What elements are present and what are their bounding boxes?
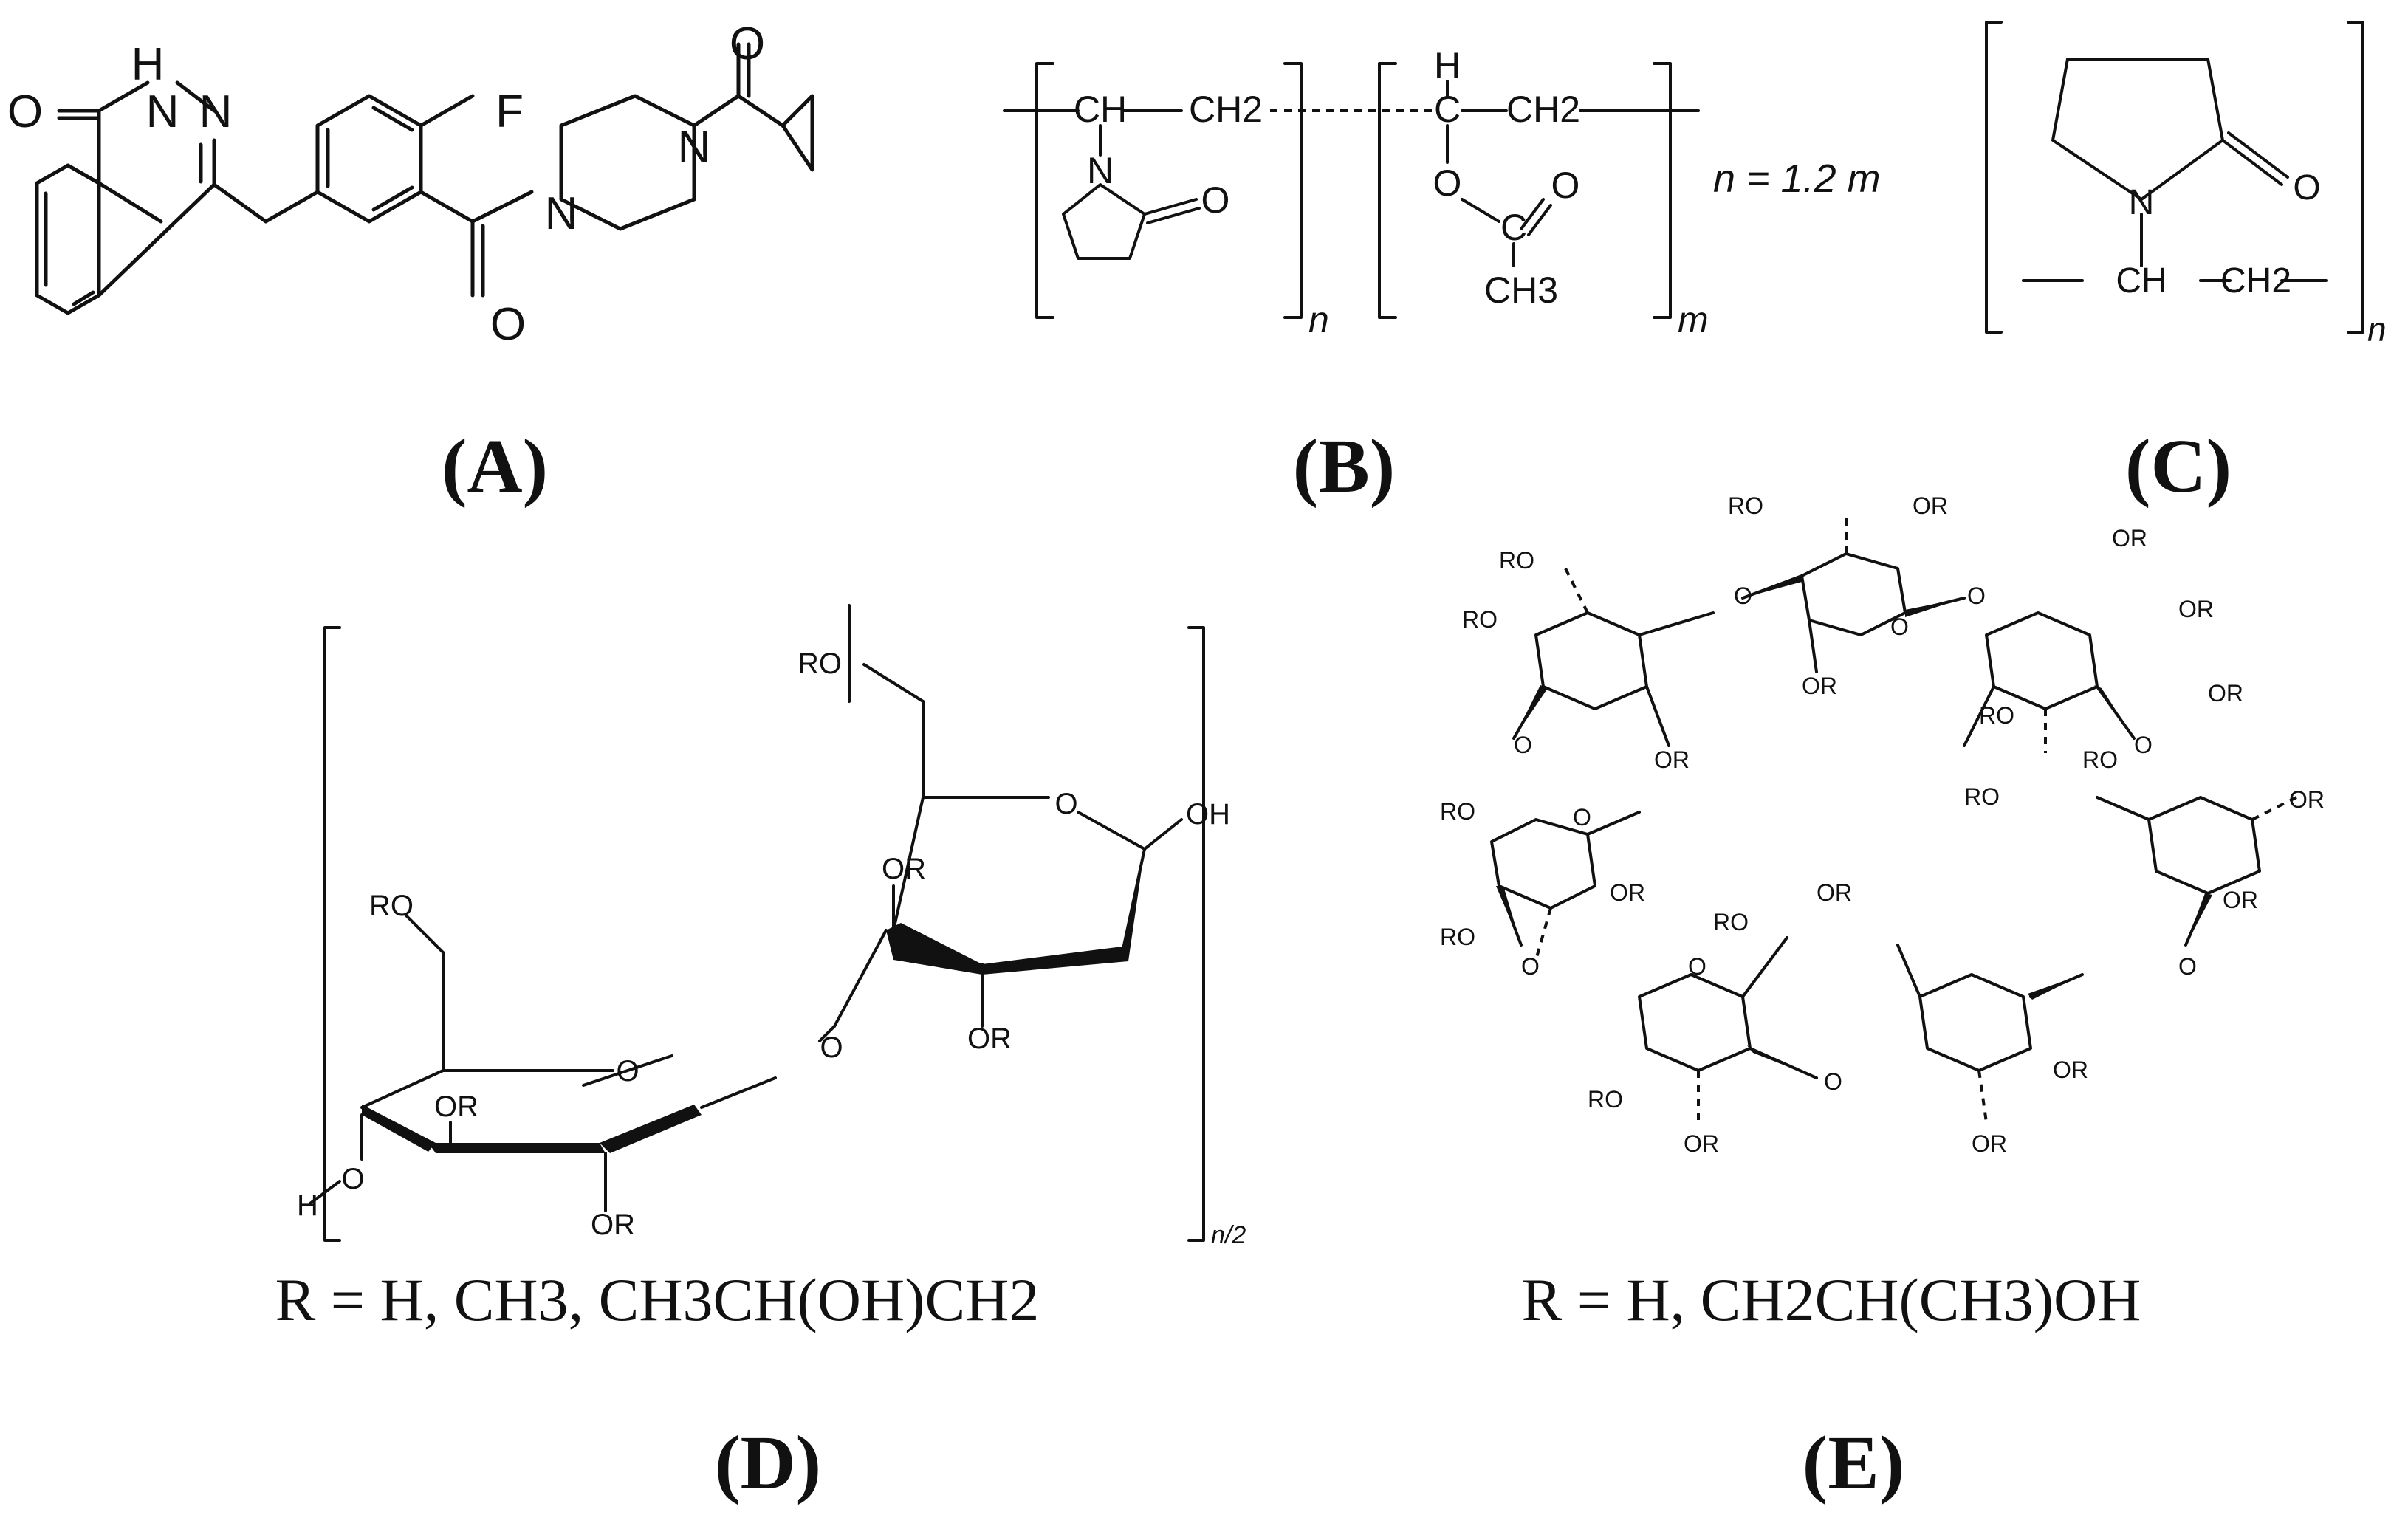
copovidone-structure: CH CH2 N O H C CH2 O C O CH3 n m n = 1.2… xyxy=(1003,45,1881,340)
olaparib-structure: O H N N F N N O O xyxy=(7,18,814,350)
atom-or: OR xyxy=(1684,1130,1719,1157)
atom-or: OR xyxy=(2289,786,2325,813)
povidone-structure: N O CH CH2 n xyxy=(1985,21,2387,348)
atom-o: O xyxy=(1054,788,1077,820)
atom-ro: RO xyxy=(2082,746,2118,773)
atom-or: OR xyxy=(1802,673,1837,699)
panel-a: O H N N F N N O O (A) xyxy=(0,0,814,532)
subscript-n: n xyxy=(2367,310,2387,348)
atom-n: N xyxy=(1087,150,1114,191)
atom-ro: RO xyxy=(1713,909,1749,935)
atom-o: O xyxy=(2293,168,2320,207)
panel-label: (D) xyxy=(714,1420,822,1505)
atom-or: OR xyxy=(967,1023,1012,1055)
subscript-m: m xyxy=(1678,299,1709,340)
panel-label: (E) xyxy=(1802,1420,1905,1505)
atom-o: O xyxy=(1551,165,1580,206)
atom-n: N xyxy=(678,122,711,173)
atom-o: O xyxy=(1890,614,1909,640)
atom-ch3: CH3 xyxy=(1484,269,1558,311)
panel-b: CH CH2 N O H C CH2 O C O CH3 n m n = 1.2… xyxy=(960,0,1979,532)
atom-ch: CH xyxy=(1074,89,1127,130)
panel-label: (A) xyxy=(441,424,549,509)
atom-o: O xyxy=(820,1031,843,1064)
atom-f: F xyxy=(495,86,524,137)
atom-or: OR xyxy=(1972,1130,2007,1157)
atom-c: C xyxy=(1434,89,1461,130)
atom-o: O xyxy=(1967,583,1986,609)
ratio-text: n = 1.2 m xyxy=(1713,157,1881,201)
atom-ch2: CH2 xyxy=(2220,261,2291,300)
atom-or: OR xyxy=(591,1209,635,1241)
atom-or: OR xyxy=(1913,492,1948,519)
panel-label: (B) xyxy=(1292,424,1396,509)
atom-h: H xyxy=(297,1189,318,1222)
atom-o: O xyxy=(616,1055,639,1088)
atom-or: OR xyxy=(1817,879,1852,906)
panel-label: (C) xyxy=(2124,424,2232,509)
atom-h: H xyxy=(131,39,165,90)
atom-or: OR xyxy=(2208,680,2243,707)
atom-o: O xyxy=(1514,732,1532,758)
atom-o: O xyxy=(2134,732,2153,758)
atom-ro: RO xyxy=(1588,1086,1623,1113)
atom-o: O xyxy=(2178,953,2197,980)
atom-or: OR xyxy=(2112,525,2147,552)
atom-ro: RO xyxy=(369,890,414,922)
panel-e: RO OR OR RO RO OR O O O OR RO OR RO OR O… xyxy=(1403,487,2408,1515)
atom-h: H xyxy=(1434,45,1461,86)
panel-c: N O CH CH2 n (C) xyxy=(1957,0,2408,532)
r-definition: R = H, CH2CH(CH3)OH xyxy=(1521,1266,2141,1333)
atom-oh: OH xyxy=(1186,798,1230,831)
atom-o: O xyxy=(341,1163,364,1195)
atom-ch2: CH2 xyxy=(1506,89,1580,130)
atom-ch2: CH2 xyxy=(1189,89,1263,130)
atom-or: OR xyxy=(434,1090,478,1123)
atom-n: N xyxy=(199,86,233,137)
atom-n: N xyxy=(2129,183,2155,222)
hpbcd-structure: RO OR OR RO RO OR O O O OR RO OR RO OR O… xyxy=(1440,492,2325,1157)
atom-or: OR xyxy=(1610,879,1645,906)
atom-ro: RO xyxy=(1440,924,1475,950)
hpmc-structure: RO OH O OR O OR RO O OR O H OR n/2 xyxy=(297,604,1246,1249)
atom-or: OR xyxy=(2178,596,2214,622)
r-definition: R = H, CH3, CH3CH(OH)CH2 xyxy=(275,1266,1040,1333)
atom-ch: CH xyxy=(2116,261,2167,300)
atom-o: O xyxy=(7,86,43,137)
atom-o: O xyxy=(1824,1068,1842,1095)
atom-or: OR xyxy=(2053,1057,2088,1083)
atom-or: OR xyxy=(2223,887,2258,913)
atom-o: O xyxy=(1573,804,1591,831)
atom-ro: RO xyxy=(1462,606,1498,633)
atom-c: C xyxy=(1500,207,1527,248)
atom-ro: RO xyxy=(797,647,842,680)
atom-o: O xyxy=(1688,953,1706,980)
atom-ro: RO xyxy=(1964,783,2000,810)
atom-or: OR xyxy=(882,853,926,885)
atom-o: O xyxy=(1521,953,1540,980)
subscript-n-half: n/2 xyxy=(1211,1221,1246,1249)
atom-o: O xyxy=(1734,583,1752,609)
atom-or: OR xyxy=(1654,746,1690,773)
panel-d: RO OH O OR O OR RO O OR O H OR n/2 R = H… xyxy=(258,604,1329,1515)
atom-ro: RO xyxy=(1979,702,2014,729)
atom-ro: RO xyxy=(1499,547,1534,574)
atom-o: O xyxy=(730,18,765,69)
atom-o: O xyxy=(1433,162,1462,204)
atom-ro: RO xyxy=(1440,798,1475,825)
subscript-n: n xyxy=(1308,299,1329,340)
atom-n: N xyxy=(545,188,578,239)
atom-o: O xyxy=(490,299,526,350)
atom-n: N xyxy=(146,86,179,137)
atom-ro: RO xyxy=(1728,492,1763,519)
atom-o: O xyxy=(1201,179,1230,221)
